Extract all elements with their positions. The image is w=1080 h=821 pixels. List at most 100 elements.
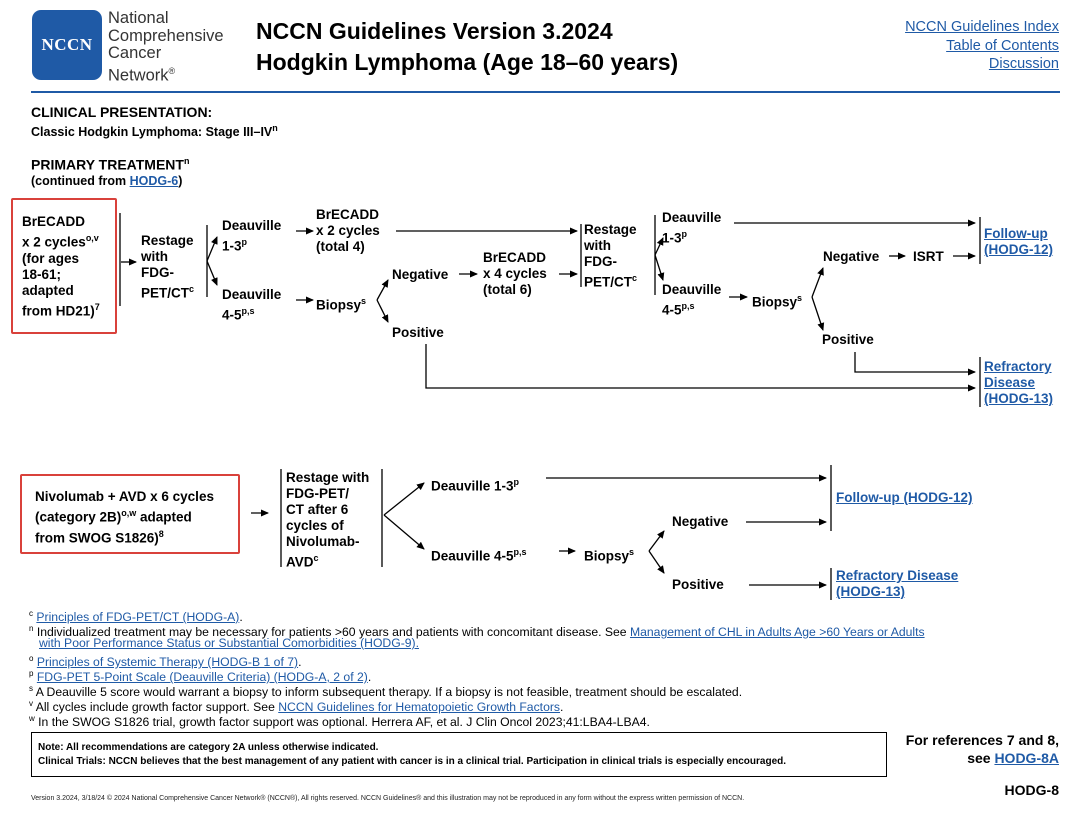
footnote-ref[interactable]: s [361, 296, 367, 306]
deauville-label: Deauville 1-3 [431, 478, 514, 494]
text-line: BrECADD [22, 214, 86, 229]
footnote-ref[interactable]: 8 [158, 528, 164, 539]
text-line: Deauville [222, 287, 282, 302]
text-line: x 2 cycles [22, 234, 86, 250]
text-line: (total 4) [316, 239, 365, 254]
text-line: Restage [584, 222, 637, 237]
isrt-node: ISRT [913, 249, 944, 264]
footnote-link[interactable]: with Poor Performance Status or Substant… [39, 636, 419, 650]
link-line[interactable]: (HODG-13) [836, 584, 906, 599]
footnote-ref[interactable]: p [513, 477, 520, 487]
footnote-ref[interactable]: c [189, 284, 195, 294]
followup-link-1[interactable]: Follow-up (HODG-12) [984, 226, 1053, 258]
text-line: BrECADD [483, 250, 547, 265]
footnote-ref[interactable]: p,s [513, 547, 527, 557]
deauville-4-5-node: Deauville 4-5p,s [222, 287, 281, 324]
footnote-link[interactable]: Management of CHL in Adults Age >60 Year… [629, 625, 925, 640]
clinical-presentation: CLINICAL PRESENTATION: Classic Hodgkin L… [31, 104, 278, 140]
text-line: Restage [141, 233, 194, 248]
clinical-presentation-heading: CLINICAL PRESENTATION: [31, 104, 213, 120]
nivolumab-start-text: Nivolumab + AVD x 6 cycles (category 2B)… [35, 489, 214, 546]
footnote-ref[interactable]: s [629, 547, 635, 557]
organization-name: National Comprehensive Cancer Network® [108, 9, 224, 85]
table-of-contents-link[interactable]: Table of Contents [946, 37, 1059, 54]
arrow [648, 550, 665, 574]
footnote-ref[interactable]: n [183, 156, 190, 166]
footnote-ref[interactable]: 7 [94, 301, 100, 312]
footnote-ref[interactable]: c [313, 553, 319, 563]
page-id: HODG-8 [1004, 782, 1059, 798]
footnote-text: In the SWOG S1826 trial, growth factor s… [38, 715, 650, 730]
arrow [206, 236, 218, 262]
text-line: adapted [136, 509, 192, 525]
text-line: 4-5 [222, 307, 242, 323]
references-line: see [967, 750, 995, 766]
footnote-c: c Principles of FDG-PET/CT (HODG-A). [29, 606, 243, 625]
footnote-link[interactable]: FDG-PET 5-Point Scale (Deauville Criteri… [36, 670, 368, 685]
followup-link-2[interactable]: Follow-up (HODG-12) [836, 490, 973, 505]
continued-from-suffix: ) [178, 173, 183, 188]
footnote-ref[interactable]: s [797, 293, 803, 303]
document-title: NCCN Guidelines Version 3.2024 Hodgkin L… [256, 16, 678, 78]
footnote-ref[interactable]: o,v [85, 233, 99, 243]
text-line: FDG-PET/ [286, 486, 349, 501]
link-line[interactable]: Follow-up [984, 226, 1048, 241]
footnote-ref[interactable]: o,w [121, 508, 137, 518]
deauville-1-3-node-2: Deauville 1-3p [662, 210, 721, 247]
hodg-8a-link[interactable]: HODG-8A [994, 750, 1059, 766]
title-line-1: NCCN Guidelines Version 3.2024 [256, 18, 613, 44]
link-line[interactable]: (HODG-12) [984, 242, 1054, 257]
arrow [206, 260, 218, 286]
text-line: from SWOG S1826) [35, 530, 159, 545]
link-line[interactable]: Disease [984, 375, 1036, 390]
guidelines-index-link[interactable]: NCCN Guidelines Index [905, 19, 1059, 35]
biopsy-label: Biopsy [752, 294, 798, 310]
footnote-ref[interactable]: p [681, 229, 688, 239]
footnote-ref[interactable]: p [241, 237, 248, 247]
biopsy-label: Biopsy [316, 297, 362, 313]
negative-node-3: Negative [672, 514, 729, 529]
text-line: x 2 cycles [316, 223, 380, 238]
refractory-link-2[interactable]: Refractory Disease (HODG-13) [836, 568, 958, 600]
footnote-ref[interactable]: c [632, 273, 638, 283]
negative-node-1: Negative [392, 267, 449, 282]
arrow [648, 530, 665, 552]
refractory-link-1[interactable]: Refractory Disease (HODG-13) [984, 359, 1053, 407]
biopsy-node-3: Biopsys [584, 544, 634, 565]
note-box: Note: All recommendations are category 2… [31, 732, 887, 777]
footnote-marker: s [29, 684, 33, 693]
footnote-link[interactable]: Principles of Systemic Therapy (HODG-B 1… [36, 655, 299, 670]
link-line[interactable]: Refractory Disease [836, 568, 959, 583]
header-divider [31, 91, 1060, 93]
link-line[interactable]: (HODG-13) [984, 391, 1054, 406]
biopsy-node-1: Biopsys [316, 293, 366, 314]
text-line: adapted [22, 282, 74, 298]
footnote-ref[interactable]: p,s [681, 301, 695, 311]
footnote-n-cont: with Poor Performance Status or Substant… [39, 636, 419, 651]
discussion-link[interactable]: Discussion [988, 56, 1059, 72]
text-line: PET/CT [141, 285, 190, 301]
text-line: Deauville [662, 282, 722, 297]
footnote-text: . [367, 670, 372, 685]
link-line[interactable]: Refractory [984, 359, 1052, 374]
restage-node-2: Restage with FDG- PET/CTc [584, 222, 637, 291]
hodg-6-link[interactable]: HODG-6 [129, 173, 179, 188]
nccn-logo: NCCN [32, 10, 102, 80]
footnote-marker: c [29, 609, 33, 618]
footnote-link[interactable]: Principles of FDG-PET/CT (HODG-A) [36, 610, 240, 625]
text-line: (for ages [22, 250, 80, 266]
footnote-s: s A Deauville 5 score would warrant a bi… [29, 681, 742, 700]
arrow [425, 344, 976, 392]
footnote-v: v All cycles include growth factor suppo… [29, 696, 563, 715]
footnote-ref[interactable]: n [272, 123, 278, 133]
text-line: (total 6) [483, 282, 532, 297]
footnote-ref[interactable]: p,s [241, 306, 255, 316]
arrow [854, 352, 976, 376]
text-line: (category 2B) [35, 509, 122, 525]
deauville-1-3-node: Deauville 1-3p [222, 218, 281, 255]
footnote-text: . [560, 700, 564, 715]
brecadd-x4-node: BrECADD x 4 cycles (total 6) [483, 250, 547, 298]
footnote-p: p FDG-PET 5-Point Scale (Deauville Crite… [29, 666, 371, 685]
footnote-link[interactable]: NCCN Guidelines for Hematopoietic Growth… [278, 700, 560, 715]
text-line: cycles of [286, 518, 344, 533]
